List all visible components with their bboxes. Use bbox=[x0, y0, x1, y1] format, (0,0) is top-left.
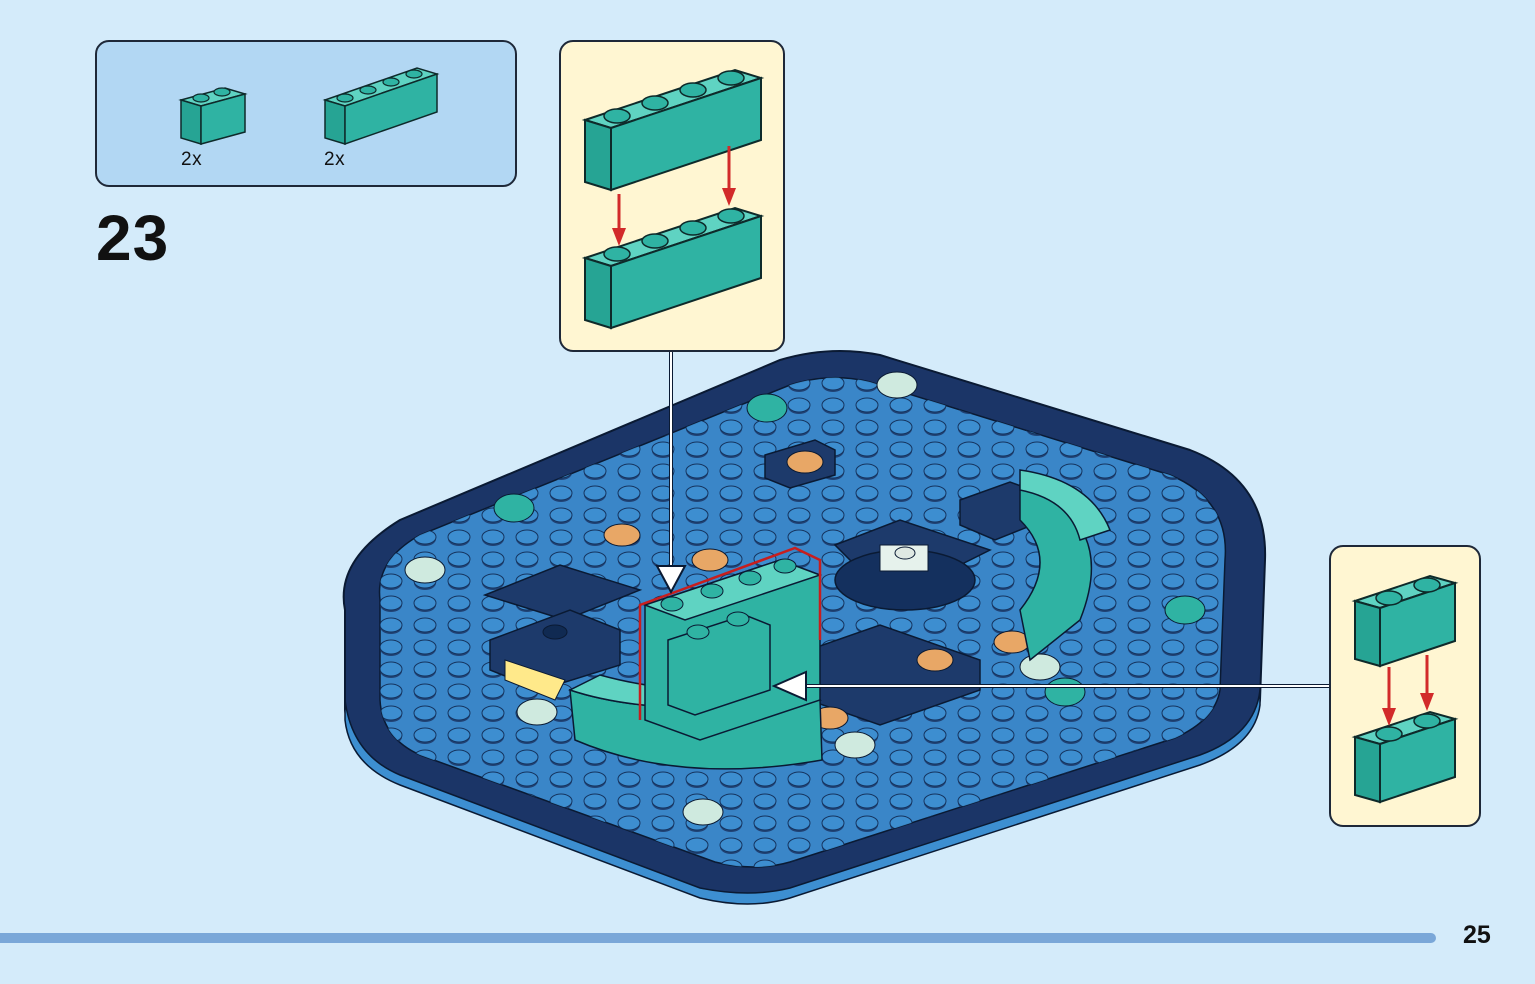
callout-1x2-stack bbox=[1329, 545, 1481, 827]
teal-brick-1x4-icon bbox=[322, 67, 440, 146]
red-down-arrow-icon bbox=[612, 146, 736, 246]
teal-brick-1x4-icon bbox=[581, 206, 765, 330]
part-quantity: 2x bbox=[324, 149, 346, 170]
teal-brick-1x2-icon bbox=[1351, 574, 1459, 668]
decorative-pieces bbox=[404, 371, 1206, 826]
teal-brick-1x2-icon bbox=[1351, 710, 1459, 804]
part-quantity: 2x bbox=[181, 149, 203, 170]
pointer-arrows bbox=[655, 350, 1330, 702]
page-number: 25 bbox=[1463, 921, 1491, 949]
teal-brick-1x2-icon bbox=[178, 87, 248, 146]
page-footer-line bbox=[0, 933, 1436, 943]
red-down-arrow-icon bbox=[1382, 655, 1434, 726]
callout-1x4-illustration bbox=[581, 68, 765, 330]
callout-1x2-illustration bbox=[1351, 574, 1459, 804]
parts-list-box: 2x 2x bbox=[95, 40, 517, 187]
step-number: 23 bbox=[96, 202, 170, 274]
teal-brick-1x4-icon bbox=[581, 68, 765, 192]
new-teal-bricks bbox=[638, 546, 823, 741]
parts-list-illustration bbox=[178, 67, 440, 146]
callout-1x4-stack bbox=[559, 40, 785, 352]
